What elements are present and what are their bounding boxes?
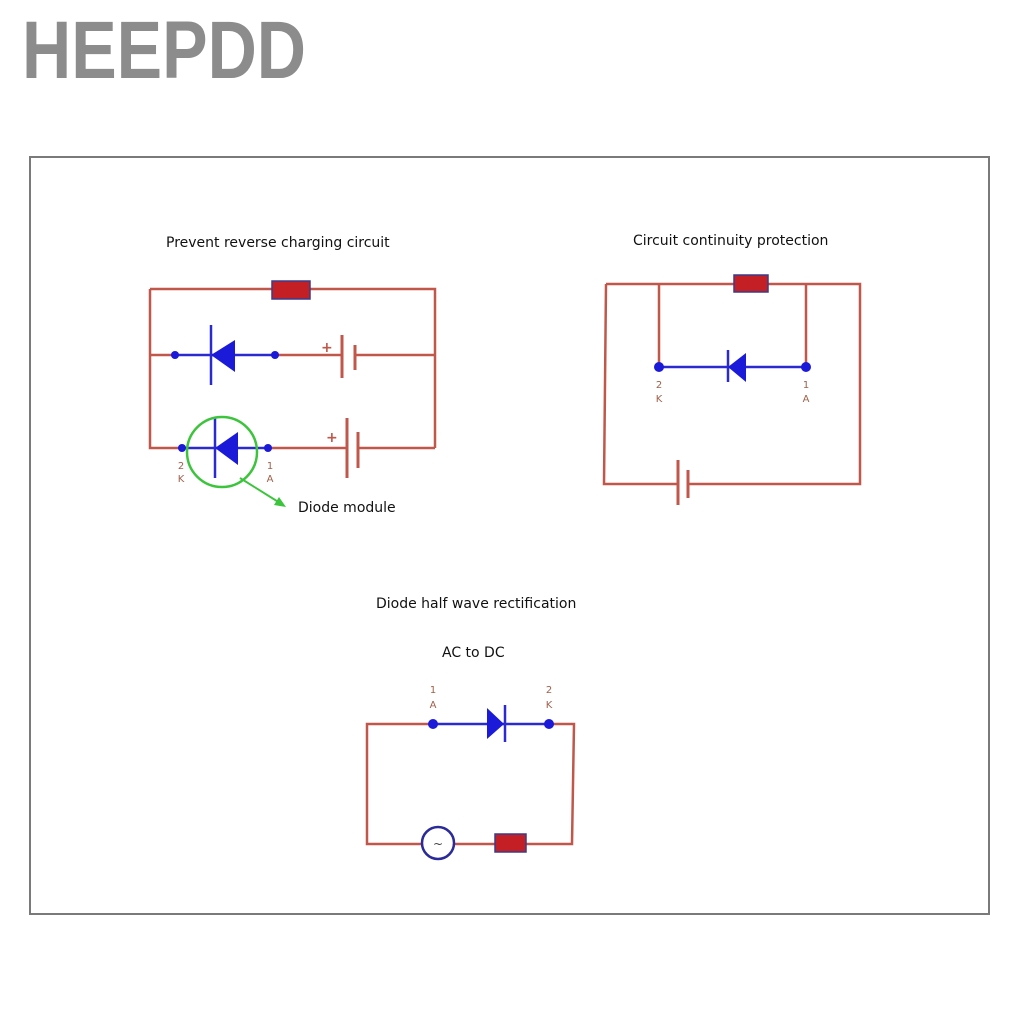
highlight-circle [185,415,259,489]
terminal-dot [544,719,554,729]
pin-label: 1 [430,685,436,696]
callout-arrow-icon [239,477,281,504]
continuity-protection-circuit: Circuit continuity protection 2 K 1 A [602,233,862,505]
diode-triangle-icon [211,340,235,372]
resistor-icon [733,274,769,293]
plus-sign: + [321,340,333,356]
half-wave-rectifier-circuit: Diode half wave rectification AC to DC 1… [365,596,576,861]
ac-source-icon [420,825,456,861]
resistor-icon [494,833,527,853]
pin-label: 2 [178,461,184,472]
pin-label: 2 [656,380,662,391]
reverse-charging-circuit: Prevent reverse charging circuit + + 2 K… [148,235,437,516]
diode-triangle-icon [487,708,504,739]
reverse-circuit-title: Prevent reverse charging circuit [166,235,390,251]
pin-label: 2 [546,685,552,696]
brand-logo: HEEPDD [22,5,306,96]
diode-module-callout: Diode module [298,500,396,516]
wires [602,282,862,486]
diode-triangle-icon [215,432,238,465]
arrow-head-icon [274,497,286,507]
continuity-circuit-title: Circuit continuity protection [633,233,828,249]
ac-symbol: ~ [433,837,443,851]
pin-label: A [430,700,437,711]
diode-triangle-icon [728,353,746,382]
wires [365,722,576,846]
terminal-dot [654,362,664,372]
terminal-dot [428,719,438,729]
pin-label: 1 [267,461,273,472]
diagram-frame [29,156,990,915]
pin-label: A [267,474,274,485]
pin-label: 1 [803,380,809,391]
pin-label: A [803,394,810,405]
rectifier-title: Diode half wave rectification [376,596,576,612]
pin-label: K [546,700,553,711]
terminal-dot [178,444,186,452]
rectifier-subtitle: AC to DC [442,645,505,661]
terminal-dot [264,444,272,452]
plus-sign: + [326,430,338,446]
terminal-dot [801,362,811,372]
pin-label: K [178,474,185,485]
pin-label: K [656,394,663,405]
terminal-dot [171,351,179,359]
terminal-dot [271,351,279,359]
resistor-icon [271,280,311,300]
wires [148,287,437,450]
